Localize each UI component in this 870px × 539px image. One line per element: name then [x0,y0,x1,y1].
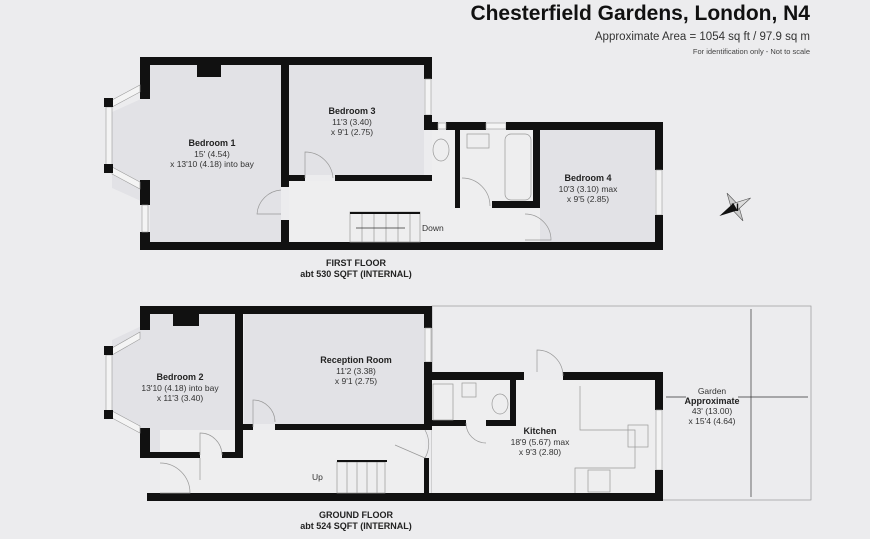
reception-room-area [244,314,424,424]
floor-label: FIRST FLOOR [326,258,386,268]
property-title: Chesterfield Gardens, London, N4 [470,2,810,25]
compass-north-icon: N [719,192,751,222]
door-bedroom-3[interactable] [304,151,334,179]
door-bedroom-1[interactable] [256,189,282,215]
hob-icon [587,469,611,493]
stairs-down-label: Down [422,223,444,233]
bedroom-4-area [540,130,655,242]
room-name: Bedroom 4 [564,173,611,183]
stairs-up-label: Up [312,472,323,482]
kitchen-area [432,380,655,493]
bedroom-2-area [112,314,236,452]
garden-approximate: Approximate [684,396,739,406]
floor-size: abt 530 SQFT (INTERNAL) [300,269,412,279]
room-dimension: 11'2 (3.38) [336,366,376,376]
sink-icon [627,424,649,448]
room-dimension: 11'3 (3.40) [332,117,372,127]
room-dimension: x 11'3 (3.40) [157,393,204,403]
garden-dimension: 43' (13.00) [692,406,733,416]
kitchen-worktop [574,386,636,493]
room-dimension: x 13'10 (4.18) into bay [170,159,255,169]
room-dimension: x 9'1 (2.75) [335,376,377,386]
basin-icon [461,382,477,398]
floor-label: GROUND FLOOR [319,510,393,520]
door-bedroom-4[interactable] [524,213,552,241]
door-shower-room[interactable] [465,422,487,444]
bath-icon [504,133,532,201]
bathroom-area [432,130,533,208]
first-floor-plan: Down Bedroom 1 15' (4.54) x 13'10 (4.18)… [104,57,663,279]
approximate-area: Approximate Area = 1054 sq ft / 97.9 sq … [594,31,810,43]
compass-label: N [731,202,739,214]
room-dimension: 15' (4.54) [194,149,230,159]
garden-dimension: x 15'4 (4.64) [689,416,736,426]
wc-icon [432,138,450,162]
room-dimension: x 9'5 (2.85) [567,194,609,204]
door-bedroom-2[interactable] [199,432,223,456]
door-reception[interactable] [252,399,276,427]
room-name: Reception Room [320,355,392,365]
shower-icon [432,383,454,421]
room-name: Bedroom 1 [188,138,235,148]
door-kitchen[interactable] [394,429,430,459]
room-dimension: 10'3 (3.10) max [559,184,619,194]
ground-floor-plan: Up Bedroom 2 13'10 (4.18) into bay x 11'… [104,305,812,531]
room-name: Bedroom 2 [156,372,203,382]
front-door[interactable] [159,462,191,494]
bedroom-3-area [289,65,424,175]
basin-icon [466,133,490,149]
door-bathroom[interactable] [461,177,491,207]
staircase-up: Up [312,460,387,494]
wc-icon [491,393,509,415]
staircase-down: Down [349,211,444,243]
garden-name: Garden [698,386,727,396]
room-dimension: 18'9 (5.67) max [511,437,571,447]
room-name: Bedroom 3 [328,106,375,116]
disclaimer-note: For identification only - Not to scale [692,47,810,56]
room-dimension: x 9'1 (2.75) [331,127,373,137]
room-name: Kitchen [523,426,556,436]
floor-size: abt 524 SQFT (INTERNAL) [300,521,412,531]
door-garden[interactable] [536,349,564,377]
bedroom-1-area [112,65,281,242]
room-dimension: x 9'3 (2.80) [519,447,561,457]
room-dimension: 13'10 (4.18) into bay [141,383,219,393]
